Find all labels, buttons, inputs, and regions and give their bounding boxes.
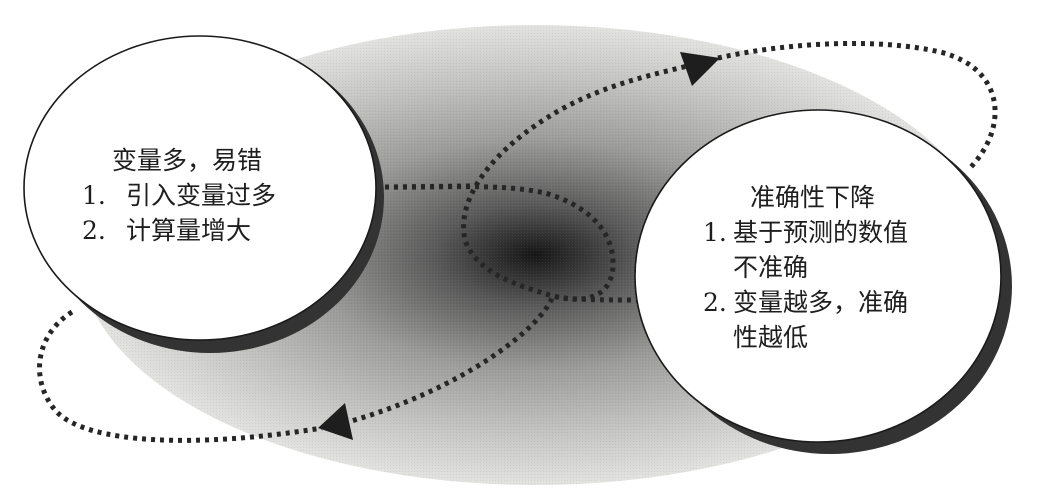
item-text: 基于预测的数值	[733, 218, 909, 247]
node-right-item-2-cont: 性越低	[733, 323, 809, 352]
inner-dotted-loops	[347, 62, 693, 425]
node-left	[23, 35, 384, 353]
node-right-item-2: 2.变量越多，准确	[703, 285, 908, 320]
node-right-item-1: 1.基于预测的数值	[703, 215, 908, 250]
item-number: 1.	[703, 218, 727, 247]
node-left-title: 变量多，易错	[112, 146, 263, 175]
node-left-item-2: 2. 计算量增大	[82, 213, 276, 248]
node-left-text: 变量多，易错 1. 引入变量过多 2. 计算量增大	[82, 143, 276, 248]
item-text: 变量越多，准确	[733, 288, 909, 317]
node-left-item-1: 1. 引入变量过多	[82, 178, 276, 213]
arrowhead-top-icon	[680, 52, 720, 86]
item-text: 计算量增大	[126, 216, 252, 245]
arrowhead-bottom-icon	[318, 403, 353, 440]
node-right-title: 准确性下降	[750, 183, 876, 212]
item-text: 引入变量过多	[126, 181, 277, 210]
node-right-text: 准确性下降 1.基于预测的数值 不准确 2.变量越多，准确 性越低	[703, 180, 908, 355]
upper-loop-path	[384, 62, 693, 302]
item-number: 2.	[82, 216, 106, 245]
item-number: 1.	[82, 181, 106, 210]
node-right	[634, 109, 1012, 454]
outer-dotted-loops	[37, 40, 998, 443]
outer-left-loop-path	[37, 309, 323, 443]
node-right-item-1-cont: 不准确	[733, 253, 809, 282]
arrowheads	[318, 52, 720, 440]
outer-right-loop-path	[717, 40, 998, 172]
item-number: 2.	[703, 288, 727, 317]
